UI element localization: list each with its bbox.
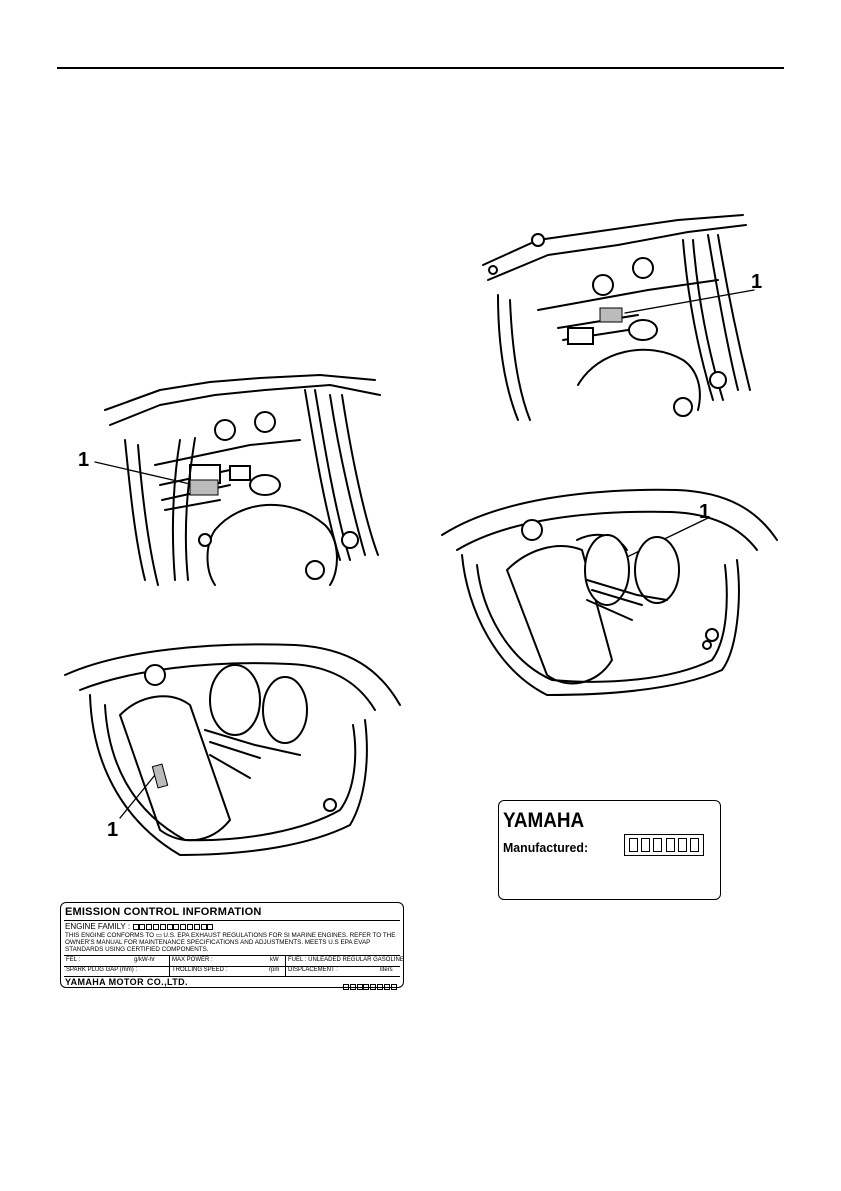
emission-body-text: THIS ENGINE CONFORMS TO ▭ U.S. EPA EXHAU… bbox=[65, 932, 396, 953]
yamaha-logo: YAMAHA bbox=[503, 809, 585, 832]
fuel-label: FUEL : UNLEADED REGULAR GASOLINE bbox=[288, 957, 404, 963]
fel-label: FEL : bbox=[66, 957, 81, 963]
emission-spec-grid: FEL : g/kW-hr MAX POWER : kW FUEL : UNLE… bbox=[64, 955, 404, 977]
engine-family-label: ENGINE FAMILY : bbox=[65, 922, 214, 931]
manufactured-text: Manufactured: bbox=[503, 840, 589, 855]
engine-closeup-left-illustration bbox=[104, 374, 381, 586]
callout-number: 1 bbox=[751, 271, 763, 293]
manufactured-date-boxes bbox=[624, 834, 704, 856]
spark-plug-label: SPARK PLUG GAP (mm) : bbox=[66, 967, 138, 973]
trolling-label: TROLLING SPEED : bbox=[172, 967, 228, 973]
callout-number: 1 bbox=[107, 819, 119, 841]
trolling-unit: rpm bbox=[269, 967, 280, 973]
engine-compartment-left-illustration bbox=[64, 643, 401, 856]
serial-boxes bbox=[343, 978, 397, 996]
max-power-label: MAX POWER : bbox=[172, 957, 213, 963]
engine-closeup-right-illustration bbox=[482, 214, 751, 421]
emission-title: EMISSION CONTROL INFORMATION bbox=[65, 906, 262, 918]
engine-family-text: ENGINE FAMILY : bbox=[65, 922, 131, 931]
divider bbox=[64, 920, 400, 921]
displacement-label: DISPLACEMENT : bbox=[288, 967, 338, 973]
displacement-unit: liters bbox=[380, 967, 393, 973]
callout-number: 1 bbox=[78, 449, 90, 471]
callout-number: 1 bbox=[699, 501, 711, 523]
company-name: YAMAHA MOTOR CO.,LTD. bbox=[65, 977, 188, 987]
engine-compartment-right-illustration bbox=[441, 488, 778, 696]
emission-control-label: EMISSION CONTROL INFORMATION ENGINE FAMI… bbox=[60, 902, 404, 990]
fel-unit: g/kW-hr bbox=[134, 957, 155, 963]
manufactured-label: YAMAHA Manufactured: bbox=[498, 800, 721, 900]
max-power-unit: kW bbox=[270, 957, 279, 963]
header-rule bbox=[57, 67, 784, 69]
